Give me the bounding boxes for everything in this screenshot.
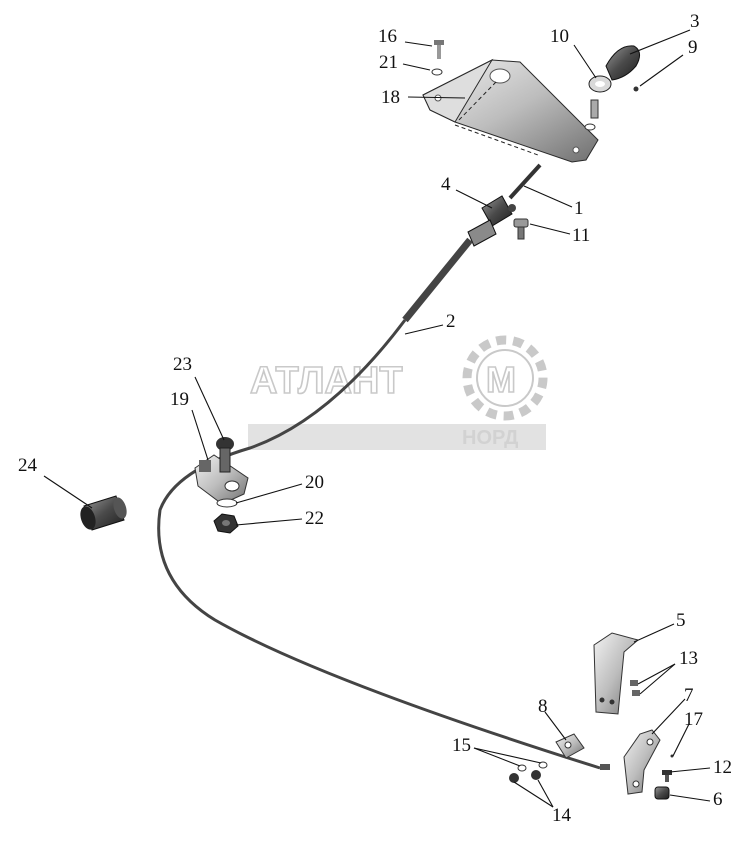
callout-5: 5 bbox=[676, 610, 686, 631]
bolt-23 bbox=[216, 437, 234, 473]
watermark-sub: НОРД bbox=[462, 427, 518, 449]
callout-22: 22 bbox=[305, 508, 324, 529]
cable-end-fitting bbox=[600, 764, 610, 770]
callout-13: 13 bbox=[679, 648, 698, 669]
nut-14a bbox=[509, 773, 519, 783]
bolt-under-knob bbox=[590, 99, 599, 119]
nut-22 bbox=[213, 513, 239, 534]
nut-6 bbox=[654, 786, 670, 800]
watermark-brand: АТЛАНТ bbox=[250, 360, 403, 402]
cable-2 bbox=[157, 319, 601, 770]
washer-15b bbox=[538, 761, 548, 769]
pin-17 bbox=[670, 754, 674, 758]
nut-14b bbox=[531, 770, 541, 780]
callout-10: 10 bbox=[550, 26, 569, 47]
bracket-5 bbox=[593, 632, 640, 715]
lever-7 bbox=[623, 729, 661, 795]
callout-7: 7 bbox=[684, 685, 694, 706]
callout-24: 24 bbox=[18, 455, 38, 476]
clip-8 bbox=[555, 733, 585, 759]
callout-4: 4 bbox=[441, 174, 451, 195]
clamp-19 bbox=[194, 454, 249, 505]
callout-23: 23 bbox=[173, 354, 192, 375]
callout-19: 19 bbox=[170, 389, 189, 410]
washer-under-knob bbox=[584, 123, 596, 131]
callout-17: 17 bbox=[684, 709, 703, 730]
bolt-11 bbox=[513, 218, 529, 240]
washer-20 bbox=[216, 498, 238, 508]
bracket-18 bbox=[422, 58, 599, 163]
screw-12 bbox=[662, 770, 672, 782]
screws-13 bbox=[630, 680, 640, 696]
callout-18: 18 bbox=[381, 87, 400, 108]
callout-labels: 16 21 18 10 3 9 4 1 11 2 23 19 20 22 24 … bbox=[18, 11, 732, 826]
callout-6: 6 bbox=[713, 789, 723, 810]
leader-lines bbox=[43, 29, 711, 808]
callout-11: 11 bbox=[572, 225, 590, 246]
callout-16: 16 bbox=[378, 26, 397, 47]
washer-15a bbox=[517, 764, 527, 772]
watermark: АТЛАНТ М НОРД bbox=[248, 335, 548, 450]
cable-sheath-2 bbox=[402, 237, 473, 323]
callout-12: 12 bbox=[713, 757, 732, 778]
callout-14: 14 bbox=[552, 805, 572, 826]
callout-3: 3 bbox=[690, 11, 700, 32]
callout-1: 1 bbox=[574, 198, 584, 219]
watermark-gear-icon bbox=[462, 335, 548, 421]
watermark-logo-letter: М bbox=[486, 359, 516, 400]
bolt-16 bbox=[434, 40, 444, 59]
washer-21 bbox=[431, 68, 443, 76]
callout-9: 9 bbox=[688, 37, 698, 58]
rod-1 bbox=[508, 163, 542, 200]
callout-8: 8 bbox=[538, 696, 548, 717]
watermark-band bbox=[248, 424, 546, 450]
callout-21: 21 bbox=[379, 52, 398, 73]
callout-2: 2 bbox=[446, 311, 456, 332]
callout-20: 20 bbox=[305, 472, 324, 493]
knob-3 bbox=[605, 45, 640, 81]
bushing-24 bbox=[80, 495, 127, 531]
fitting-4 bbox=[467, 195, 516, 247]
pin-9 bbox=[633, 86, 639, 92]
callout-15: 15 bbox=[452, 735, 471, 756]
